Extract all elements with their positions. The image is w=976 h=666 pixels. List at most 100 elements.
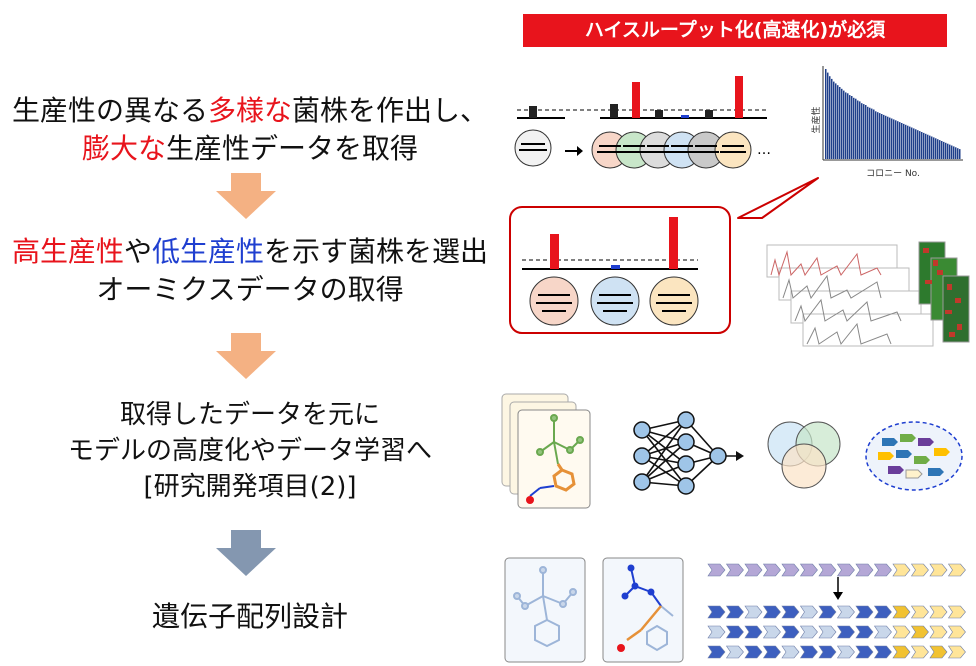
gene-arrow bbox=[929, 625, 948, 639]
gene-arrow bbox=[799, 605, 818, 619]
chart-bar bbox=[957, 148, 959, 159]
gene-arrow bbox=[947, 625, 966, 639]
step2-line1: 高生産性や低生産性を示す菌株を選出 bbox=[0, 233, 500, 271]
gene-arrow bbox=[725, 563, 744, 577]
chart-bar bbox=[935, 138, 937, 159]
gene-arrow bbox=[707, 605, 726, 619]
chart-bar bbox=[827, 72, 829, 159]
callout-pointer bbox=[737, 177, 819, 219]
gene-arrow bbox=[910, 605, 929, 619]
step1-text: 生産性の異なる多様な菌株を作出し、 膨大な生産性データを取得 bbox=[0, 92, 500, 168]
step2-line2: オーミクスデータの取得 bbox=[96, 273, 404, 306]
chart-bar bbox=[829, 76, 831, 159]
gene-arrow bbox=[947, 645, 966, 659]
gene-arrow bbox=[781, 605, 800, 619]
chart-bar bbox=[875, 111, 877, 159]
chart-bar bbox=[915, 129, 917, 159]
gene-arrow bbox=[855, 645, 874, 659]
step1-post: 菌株を作出し、 bbox=[292, 94, 489, 127]
gene-arrow bbox=[762, 605, 781, 619]
chart-bar bbox=[883, 114, 885, 159]
chart-bar bbox=[869, 107, 871, 159]
chart-bar bbox=[925, 133, 927, 159]
gene-arrow bbox=[929, 605, 948, 619]
chart-bar bbox=[893, 119, 895, 159]
chart-bar bbox=[841, 88, 843, 159]
chart-bar bbox=[887, 116, 889, 159]
chart-bar bbox=[929, 135, 931, 159]
gene-arrow bbox=[762, 625, 781, 639]
chart-bar bbox=[889, 117, 891, 159]
gene-arrow bbox=[799, 563, 818, 577]
pathway-card-1-icon bbox=[504, 557, 586, 663]
chart-bar bbox=[879, 113, 881, 159]
chart-bar bbox=[953, 146, 955, 159]
omics-data-images bbox=[766, 241, 970, 347]
gene-arrow bbox=[873, 563, 892, 577]
chart-bar bbox=[877, 112, 879, 159]
gene-arrow bbox=[873, 625, 892, 639]
gene-arrow bbox=[892, 563, 911, 577]
step3-line2: モデルの高度化やデータ学習へ bbox=[67, 436, 432, 466]
chart-bar bbox=[923, 132, 925, 159]
chart-bar bbox=[855, 98, 857, 159]
chart-bar bbox=[907, 125, 909, 159]
step1-line2-post: 生産性データを取得 bbox=[166, 132, 419, 165]
chart-bar bbox=[897, 121, 899, 159]
chart-bar bbox=[881, 114, 883, 159]
gene-arrow bbox=[781, 645, 800, 659]
gene-arrow bbox=[892, 625, 911, 639]
chart-bar bbox=[949, 144, 951, 159]
chart-bar bbox=[903, 123, 905, 159]
chart-bar bbox=[945, 142, 947, 159]
chart-bar bbox=[939, 140, 941, 159]
step3-line3: [研究開発項目(2)] bbox=[143, 472, 357, 502]
gene-arrow bbox=[762, 645, 781, 659]
gene-arrow bbox=[947, 605, 966, 619]
chart-bar bbox=[919, 131, 921, 159]
gene-arrow bbox=[781, 563, 800, 577]
gene-arrow bbox=[707, 645, 726, 659]
chart-bar bbox=[833, 81, 835, 159]
step1-highlight: 多様な bbox=[207, 94, 292, 127]
step1-line2-highlight: 膨大な bbox=[81, 132, 166, 165]
down-arrow-2 bbox=[216, 333, 276, 379]
gene-arrow bbox=[836, 625, 855, 639]
chart-xlabel: コロニー No. bbox=[866, 169, 920, 179]
gene-arrow bbox=[818, 645, 837, 659]
metabolic-network-cards-icon bbox=[501, 393, 591, 509]
chart-bar bbox=[885, 115, 887, 159]
gene-arrow bbox=[799, 645, 818, 659]
step3-text: 取得したデータを元に モデルの高度化やデータ学習へ [研究開発項目(2)] bbox=[0, 397, 500, 505]
gene-arrow bbox=[836, 563, 855, 577]
chart-bar bbox=[849, 95, 851, 159]
chart-bar bbox=[927, 134, 929, 159]
chart-bar bbox=[873, 109, 875, 159]
gene-arrow bbox=[836, 605, 855, 619]
gene-cluster-icon bbox=[865, 421, 963, 491]
pathway-card-2-icon bbox=[602, 557, 684, 663]
chart-bar bbox=[891, 118, 893, 159]
gene-arrow bbox=[762, 563, 781, 577]
step1-line2: 膨大な生産性データを取得 bbox=[0, 130, 500, 168]
gene-arrow bbox=[836, 645, 855, 659]
gene-arrow bbox=[947, 563, 966, 577]
chart-bar bbox=[917, 130, 919, 159]
chart-bar bbox=[911, 127, 913, 159]
step2-high: 高生産性 bbox=[11, 235, 124, 268]
chart-bar bbox=[865, 105, 867, 159]
chart-bar bbox=[899, 122, 901, 159]
gene-arrow bbox=[744, 625, 763, 639]
chart-bar bbox=[951, 145, 953, 159]
chart-bar bbox=[959, 149, 961, 159]
gene-arrow bbox=[929, 645, 948, 659]
chart-bar bbox=[863, 104, 865, 159]
step4-text: 遺伝子配列設計 bbox=[0, 598, 500, 636]
chart-bar bbox=[843, 90, 845, 159]
chart-bar bbox=[947, 143, 949, 159]
gene-arrow bbox=[799, 625, 818, 639]
selected-colonies-zoom bbox=[509, 206, 731, 334]
chart-bar bbox=[937, 139, 939, 159]
requirement-banner: ハイスループット化(高速化)が必須 bbox=[523, 14, 947, 47]
gene-arrow bbox=[725, 645, 744, 659]
